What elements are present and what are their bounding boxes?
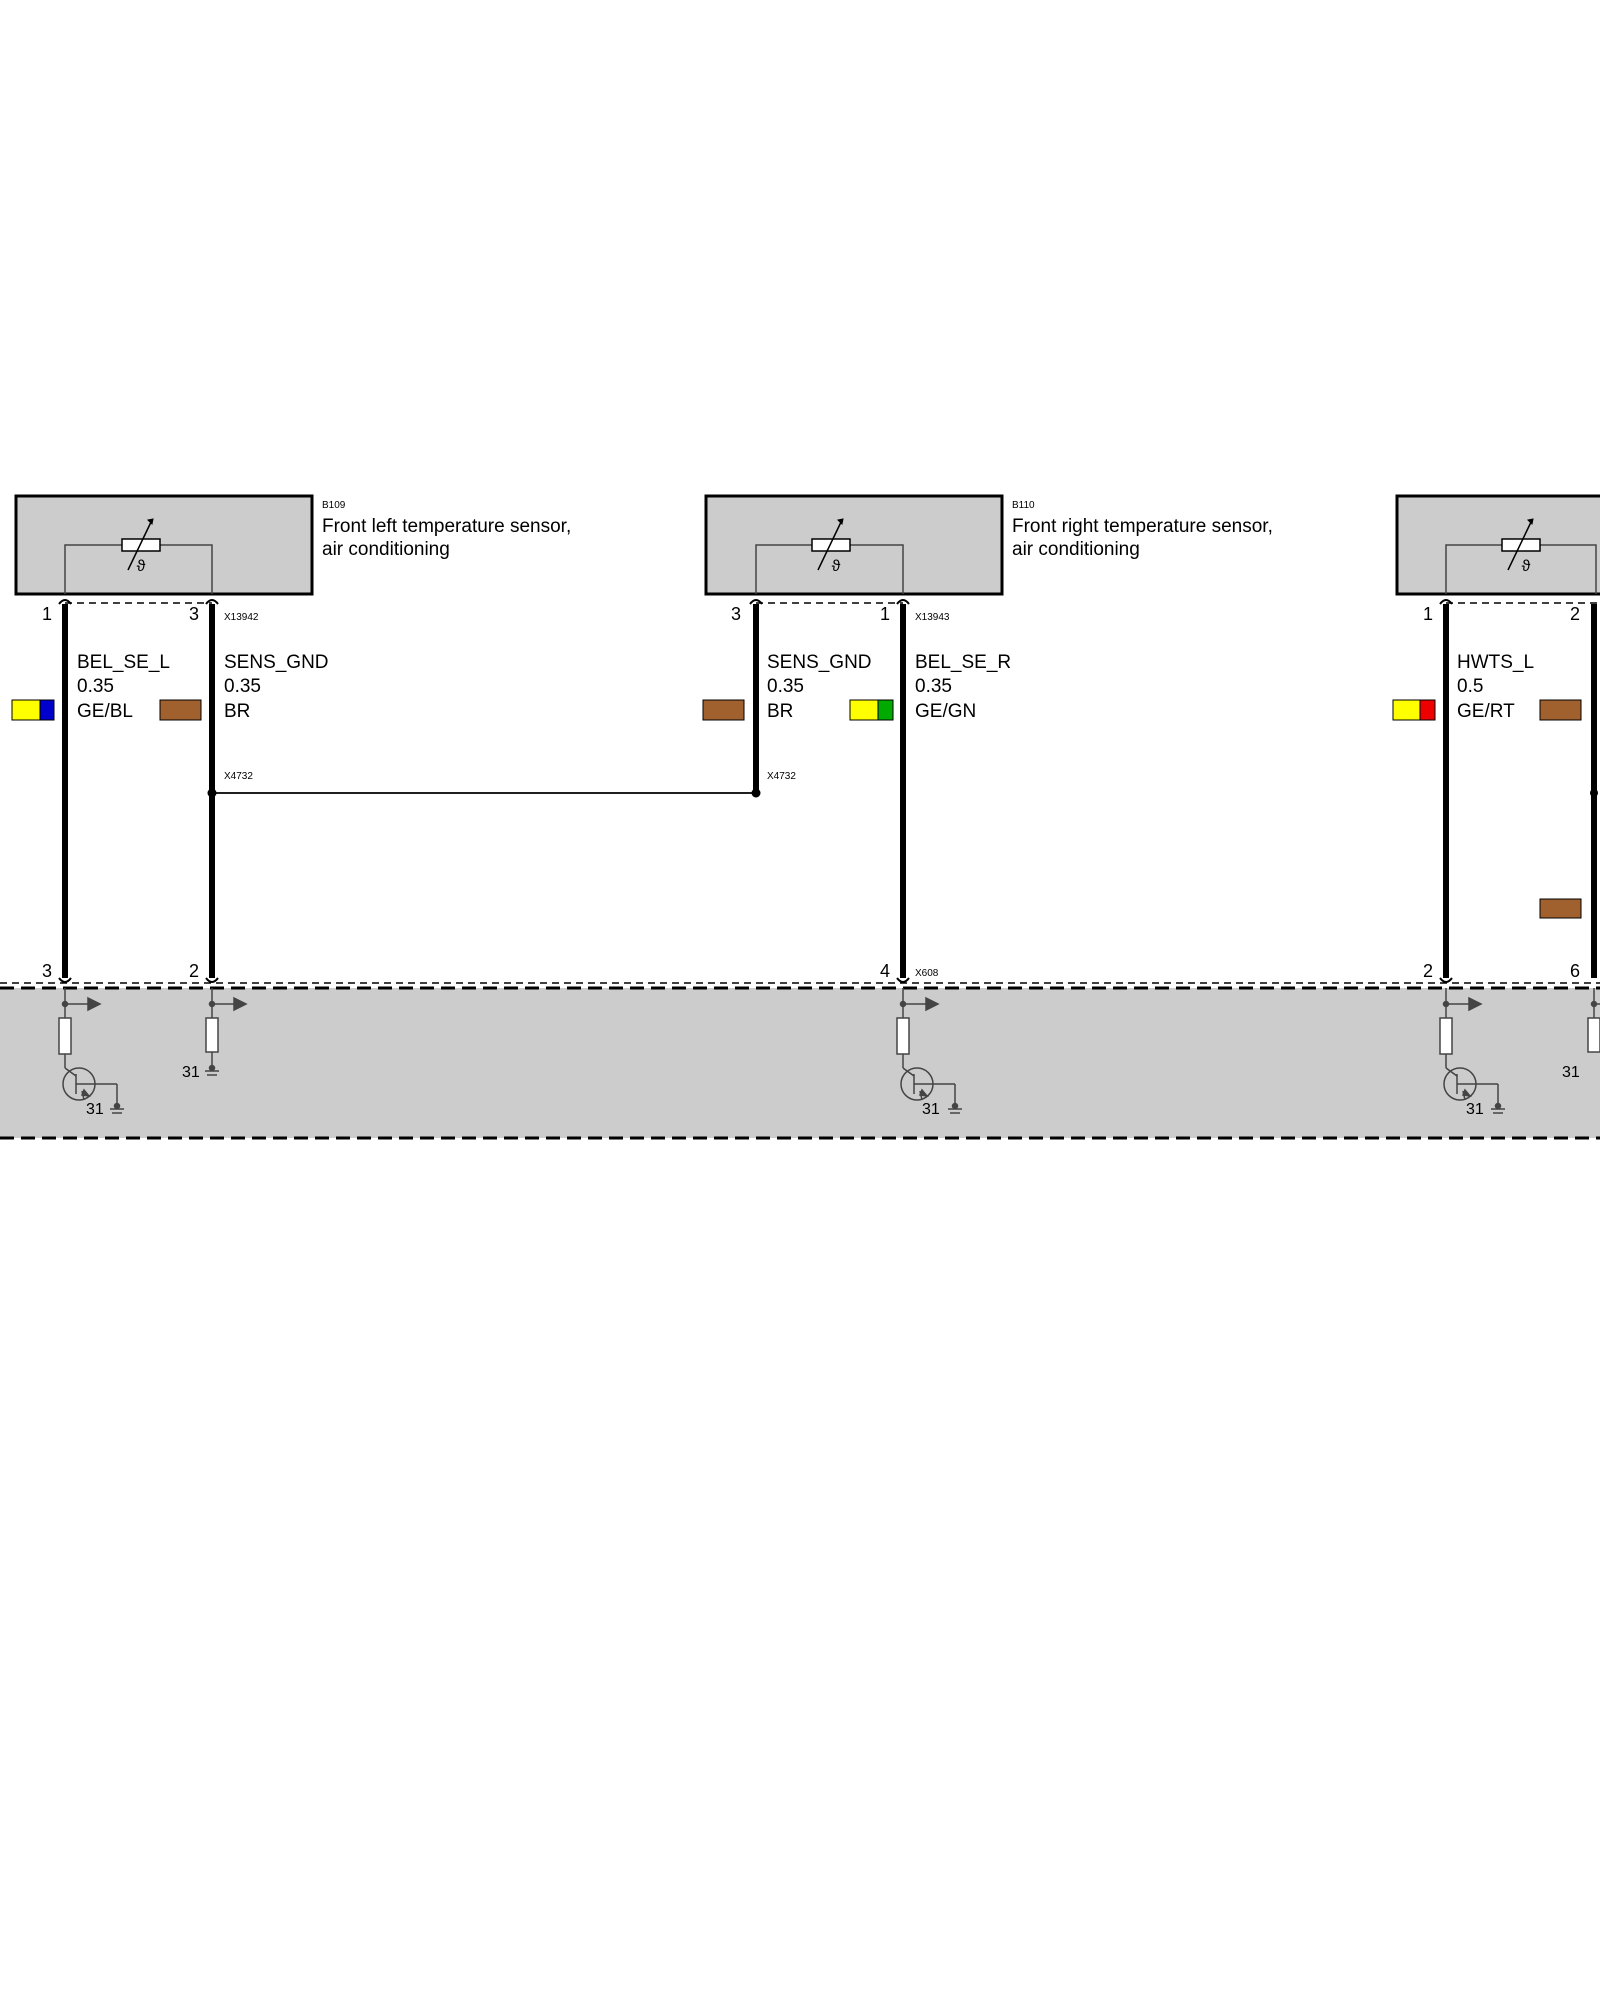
pin-sensor-1: 1: [1423, 604, 1433, 624]
thermistor-symbol: ϑ: [832, 558, 841, 575]
pin-module-2: 2: [189, 961, 199, 981]
wire-color-swatch: [702, 699, 745, 721]
wire-color-label: BR: [224, 701, 250, 722]
wire-hwts-l: 1 2 HWTS_L 0.5 GE/RT: [1392, 599, 1534, 983]
thermistor-icon: ϑ: [64, 518, 213, 594]
wire-size-label: 0.35: [77, 676, 114, 697]
sensor-b110: ϑ B110 Front right temperature sensor, a…: [704, 494, 1273, 623]
thermistor-symbol: ϑ: [1522, 558, 1531, 575]
wire-color-label: GE/GN: [915, 701, 976, 722]
wire-signal-label: SENS_GND: [224, 652, 329, 673]
ground-splice: X4732 X4732: [207, 771, 796, 798]
ground-label: 31: [1466, 1101, 1484, 1118]
wire-color-label: GE/BL: [77, 701, 133, 722]
wire-color-swatch: [849, 699, 894, 721]
wire-sens-gnd-left: 3 2 SENS_GND 0.35 BR: [159, 599, 329, 983]
sensor-partial: ϑ: [1395, 494, 1600, 604]
module-input-transistor-2: 31: [896, 988, 962, 1118]
module-input-transistor-3: 31: [1439, 988, 1505, 1118]
wire-size-label: 0.35: [915, 676, 952, 697]
wire-size-label: 0.35: [767, 676, 804, 697]
pin-sensor-3: 3: [189, 604, 199, 624]
module-ground-resistor: 31: [182, 988, 248, 1081]
module-input-transistor-1: 31: [58, 988, 124, 1118]
wire-signal-label: HWTS_L: [1457, 652, 1534, 673]
wire-color-swatch: [1539, 699, 1582, 721]
wire-bel-se-l: 1 3 BEL_SE_L 0.35 GE/BL: [11, 599, 170, 983]
wire-color-swatch: [1539, 898, 1582, 919]
ground-label: 31: [182, 1064, 200, 1081]
component-name-b109-line2: air conditioning: [322, 539, 450, 560]
ground-label: 31: [1562, 1064, 1580, 1081]
pin-module-3: 3: [42, 961, 52, 981]
wire-sens-gnd-right: 3 SENS_GND 0.35 BR: [702, 599, 872, 792]
thermistor-icon: ϑ: [755, 518, 904, 594]
pin-sensor-3: 3: [731, 604, 741, 624]
wire-signal-label: SENS_GND: [767, 652, 872, 673]
control-module-body: [0, 988, 1600, 1138]
splice-label-left: X4732: [224, 771, 253, 782]
splice-node-right: [751, 788, 761, 798]
wire-partial: 2 6: [1539, 604, 1598, 981]
pin-module-6: 6: [1570, 961, 1580, 981]
wire-color-label: GE/RT: [1457, 701, 1515, 722]
wire-bel-se-r: 1 4 BEL_SE_R 0.35 GE/GN X608: [849, 599, 1011, 983]
module-connector-label: X608: [915, 968, 939, 979]
thermistor-icon: ϑ: [1445, 518, 1597, 594]
splice-label-right: X4732: [767, 771, 796, 782]
pin-module-2: 2: [1423, 961, 1433, 981]
pin-sensor-1: 1: [880, 604, 890, 624]
wire-signal-label: BEL_SE_R: [915, 652, 1011, 673]
wire-color-label: BR: [767, 701, 793, 722]
wire-size-label: 0.5: [1457, 676, 1483, 697]
module-ground-resistor-partial: 31: [1562, 988, 1600, 1081]
wire-color-swatch: [1392, 699, 1436, 721]
component-ref-b110: B110: [1012, 500, 1035, 511]
wire-size-label: 0.35: [224, 676, 261, 697]
pin-sensor-2: 2: [1570, 604, 1580, 624]
ground-label: 31: [86, 1101, 104, 1118]
ground-label: 31: [922, 1101, 940, 1118]
component-ref-b109: B109: [322, 500, 346, 511]
component-name-b110-line2: air conditioning: [1012, 539, 1140, 560]
component-name-b109-line1: Front left temperature sensor,: [322, 516, 571, 537]
connector-label-x13943: X13943: [915, 612, 950, 623]
wire-color-swatch: [159, 699, 202, 721]
sensor-b109: ϑ B109 Front left temperature sensor, ai…: [14, 494, 571, 623]
connector-label-x13942: X13942: [224, 612, 259, 623]
wire-signal-label: BEL_SE_L: [77, 652, 170, 673]
wire-color-swatch: [11, 699, 55, 721]
splice-node-left: [207, 788, 217, 798]
component-name-b110-line1: Front right temperature sensor,: [1012, 516, 1273, 537]
pin-module-4: 4: [880, 961, 890, 981]
pin-sensor-1: 1: [42, 604, 52, 624]
thermistor-symbol: ϑ: [137, 558, 146, 575]
